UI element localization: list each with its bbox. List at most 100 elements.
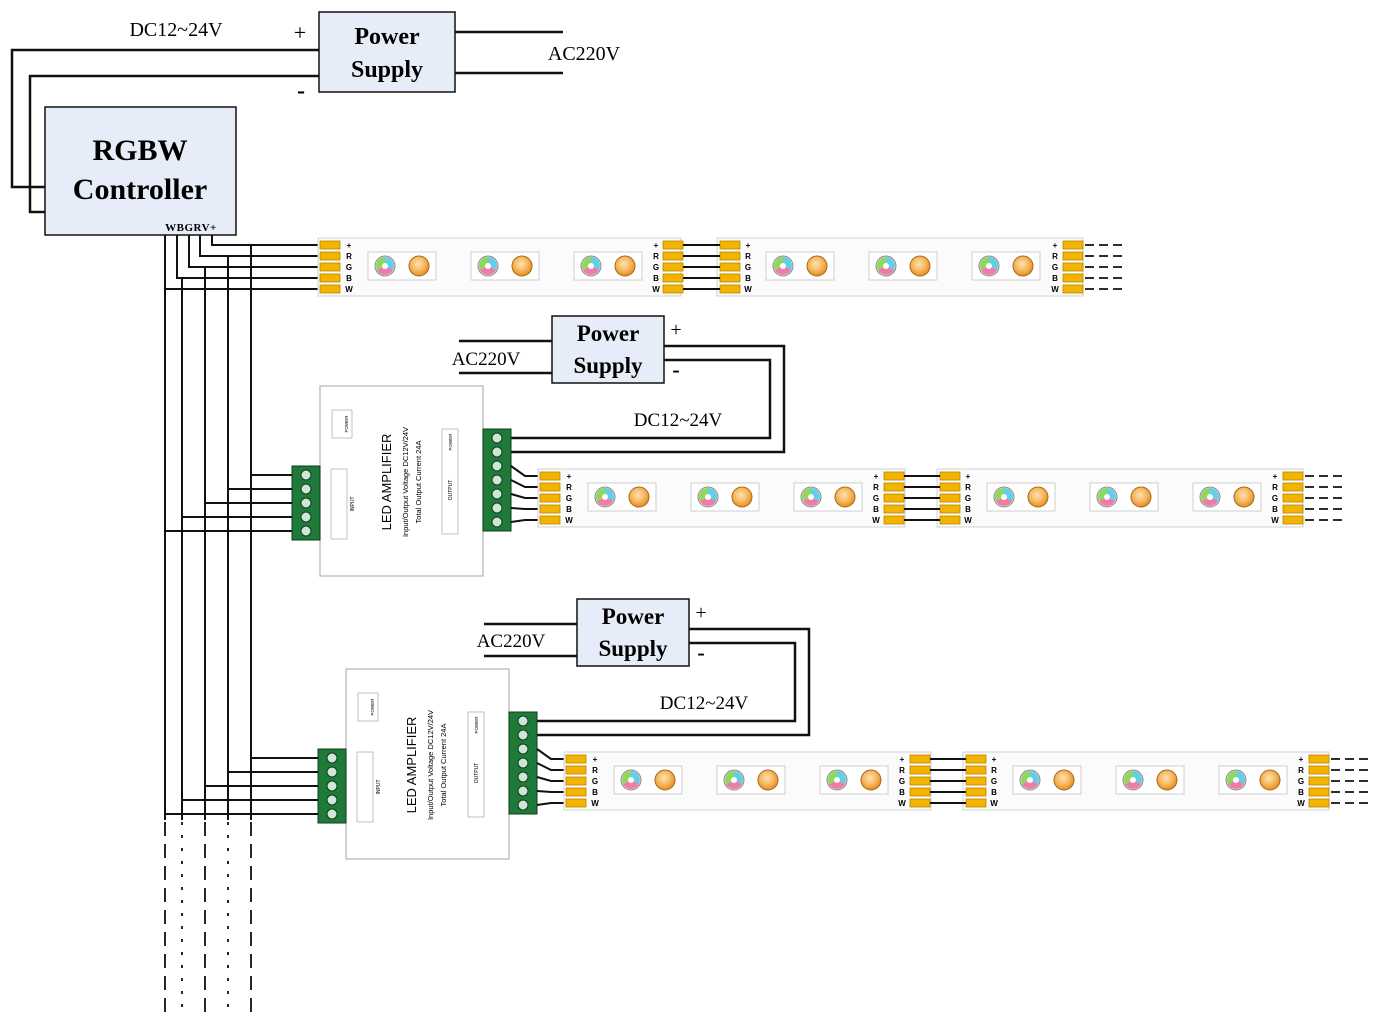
svg-text:B: B [899,788,905,797]
svg-text:R: R [1272,483,1278,492]
svg-text:+: + [654,241,659,250]
amp-power-supply-1: Power Supply [551,315,665,384]
svg-text:W: W [591,799,599,808]
amp2-spec2: Total Output Current 24A [439,724,448,807]
svg-text:POWER: POWER [474,716,479,734]
rgbw-controller: RGBW Controller WBGRV+ [44,106,237,236]
svg-text:R: R [1052,252,1058,261]
svg-text:G: G [1298,777,1304,786]
svg-text:+: + [900,755,905,764]
svg-text:W: W [565,516,573,525]
svg-text:B: B [592,788,598,797]
amp1-psu-plus: + [670,319,681,341]
amp1-input-wires [165,474,292,532]
svg-text:G: G [899,777,905,786]
amp2-psu-wires [484,622,811,737]
led-amplifier-2: LED AMPLIFIER Input/Output Voltage DC12V… [317,668,538,860]
amp2-psu-plus: + [695,602,706,624]
svg-text:B: B [1272,505,1278,514]
svg-text:POWER: POWER [370,698,375,716]
controller-title-line2: Controller [73,173,207,206]
svg-text:R: R [899,766,905,775]
svg-text:R: R [566,483,572,492]
led-strip-2: +RGBW +RGBW +RGBW +RGBW [537,468,1344,528]
svg-text:Supply: Supply [598,636,668,661]
svg-text:+: + [567,472,572,481]
ac-input-wires [455,30,563,75]
psu-title-line1: Power [354,24,420,50]
svg-text:+: + [1273,472,1278,481]
svg-text:R: R [1298,766,1304,775]
led-amplifier-1: LED AMPLIFIER Input/Output Voltage DC12V… [291,385,512,577]
svg-text:R: R [965,483,971,492]
amp1-title: LED AMPLIFIER [379,434,394,531]
amp1-ac-label: AC220V [452,349,521,370]
svg-text:+: + [992,755,997,764]
svg-text:R: R [592,766,598,775]
ac-voltage-label: AC220V [548,43,621,65]
svg-text:W: W [1297,799,1305,808]
svg-text:G: G [873,494,879,503]
controller-terminal-labels: WBGRV+ [165,222,217,234]
svg-text:W: W [345,285,353,294]
amp2-dc-label: DC12~24V [660,693,749,714]
controller-title-line1: RGBW [92,134,187,167]
svg-text:W: W [964,516,972,525]
strip-pin-labels: +RGBW +RGBW +RGBW +RGBW [345,241,1059,294]
svg-text:B: B [566,505,572,514]
svg-text:B: B [745,274,751,283]
svg-text:Supply: Supply [573,353,643,378]
svg-text:G: G [991,777,997,786]
svg-text:+: + [874,472,879,481]
amp-power-supply-2: Power Supply [576,598,690,667]
controller-output-wires [164,235,320,290]
svg-text:+: + [1299,755,1304,764]
amp2-input-wires [165,757,318,815]
psu-plus-label: + [294,20,306,45]
svg-text:G: G [653,263,659,272]
amp1-spec1: Input/Output Voltage DC12V/24V [401,427,410,537]
svg-text:W: W [1271,516,1279,525]
amp2-output-wires [536,748,566,806]
svg-text:Power: Power [602,604,665,629]
dc-output-wires [10,48,319,214]
amp1-psu-wires [459,339,786,454]
led-strip-3: +RGBW +RGBW +RGBW +RGBW [563,751,1370,811]
amp2-spec1: Input/Output Voltage DC12V/24V [426,710,435,820]
svg-text:G: G [346,263,352,272]
svg-text:+: + [746,241,751,250]
svg-text:W: W [898,799,906,808]
amp1-dc-label: DC12~24V [634,410,723,431]
svg-text:G: G [745,263,751,272]
svg-text:G: G [1272,494,1278,503]
svg-text:R: R [873,483,879,492]
amp2-psu-minus: - [697,640,704,665]
svg-text:W: W [652,285,660,294]
svg-text:+: + [1053,241,1058,250]
svg-text:B: B [1052,274,1058,283]
svg-text:POWER: POWER [344,415,349,433]
svg-text:Power: Power [577,321,640,346]
svg-text:R: R [653,252,659,261]
svg-text:W: W [872,516,880,525]
svg-text:R: R [346,252,352,261]
svg-text:W: W [1051,285,1059,294]
svg-text:INPUT: INPUT [350,497,356,512]
psu-title-line2: Supply [351,57,423,83]
trunk-lines [164,245,252,820]
svg-text:INPUT: INPUT [376,780,382,795]
svg-text:W: W [990,799,998,808]
svg-text:B: B [346,274,352,283]
svg-text:G: G [1052,263,1058,272]
svg-text:G: G [566,494,572,503]
svg-text:POWER: POWER [448,433,453,451]
amp1-output-wires [510,465,540,523]
amp2-title: LED AMPLIFIER [404,717,419,814]
svg-text:B: B [653,274,659,283]
svg-text:+: + [593,755,598,764]
amp2-ac-label: AC220V [477,631,546,652]
svg-text:R: R [745,252,751,261]
svg-text:B: B [873,505,879,514]
svg-text:+: + [347,241,352,250]
top-power-supply: Power Supply [318,11,456,93]
